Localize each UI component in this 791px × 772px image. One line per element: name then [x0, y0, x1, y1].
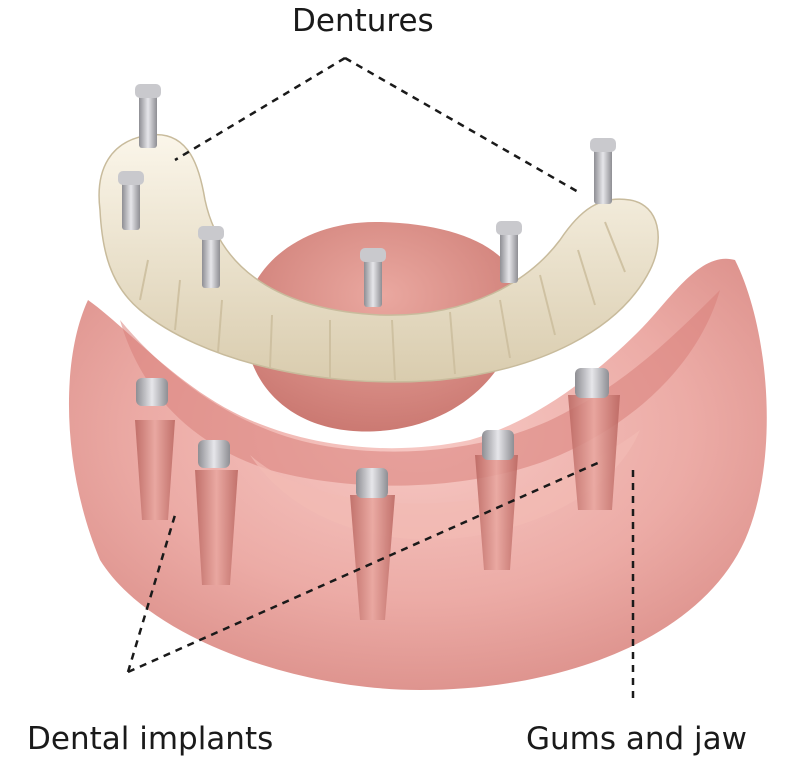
gums-and-jaw-label: Gums and jaw: [526, 721, 748, 757]
implants-leader-left: [126, 514, 177, 673]
implant-2: [195, 440, 238, 585]
dentures-leader-right: [344, 56, 581, 195]
implant-4: [475, 430, 518, 570]
implant-3: [350, 468, 395, 620]
gums-and-jaw-shape: [68, 258, 767, 690]
implants-group: [135, 368, 620, 620]
dentures-leader-left: [174, 56, 346, 162]
implant-5: [568, 368, 620, 510]
denture-arch: [98, 84, 659, 383]
denture-screws: [118, 84, 616, 307]
dentures-label: Dentures: [292, 3, 434, 39]
leader-lines: [126, 56, 635, 700]
implant-1: [135, 378, 175, 520]
implants-leader-right: [127, 460, 601, 674]
dental-implants-label: Dental implants: [27, 721, 274, 757]
